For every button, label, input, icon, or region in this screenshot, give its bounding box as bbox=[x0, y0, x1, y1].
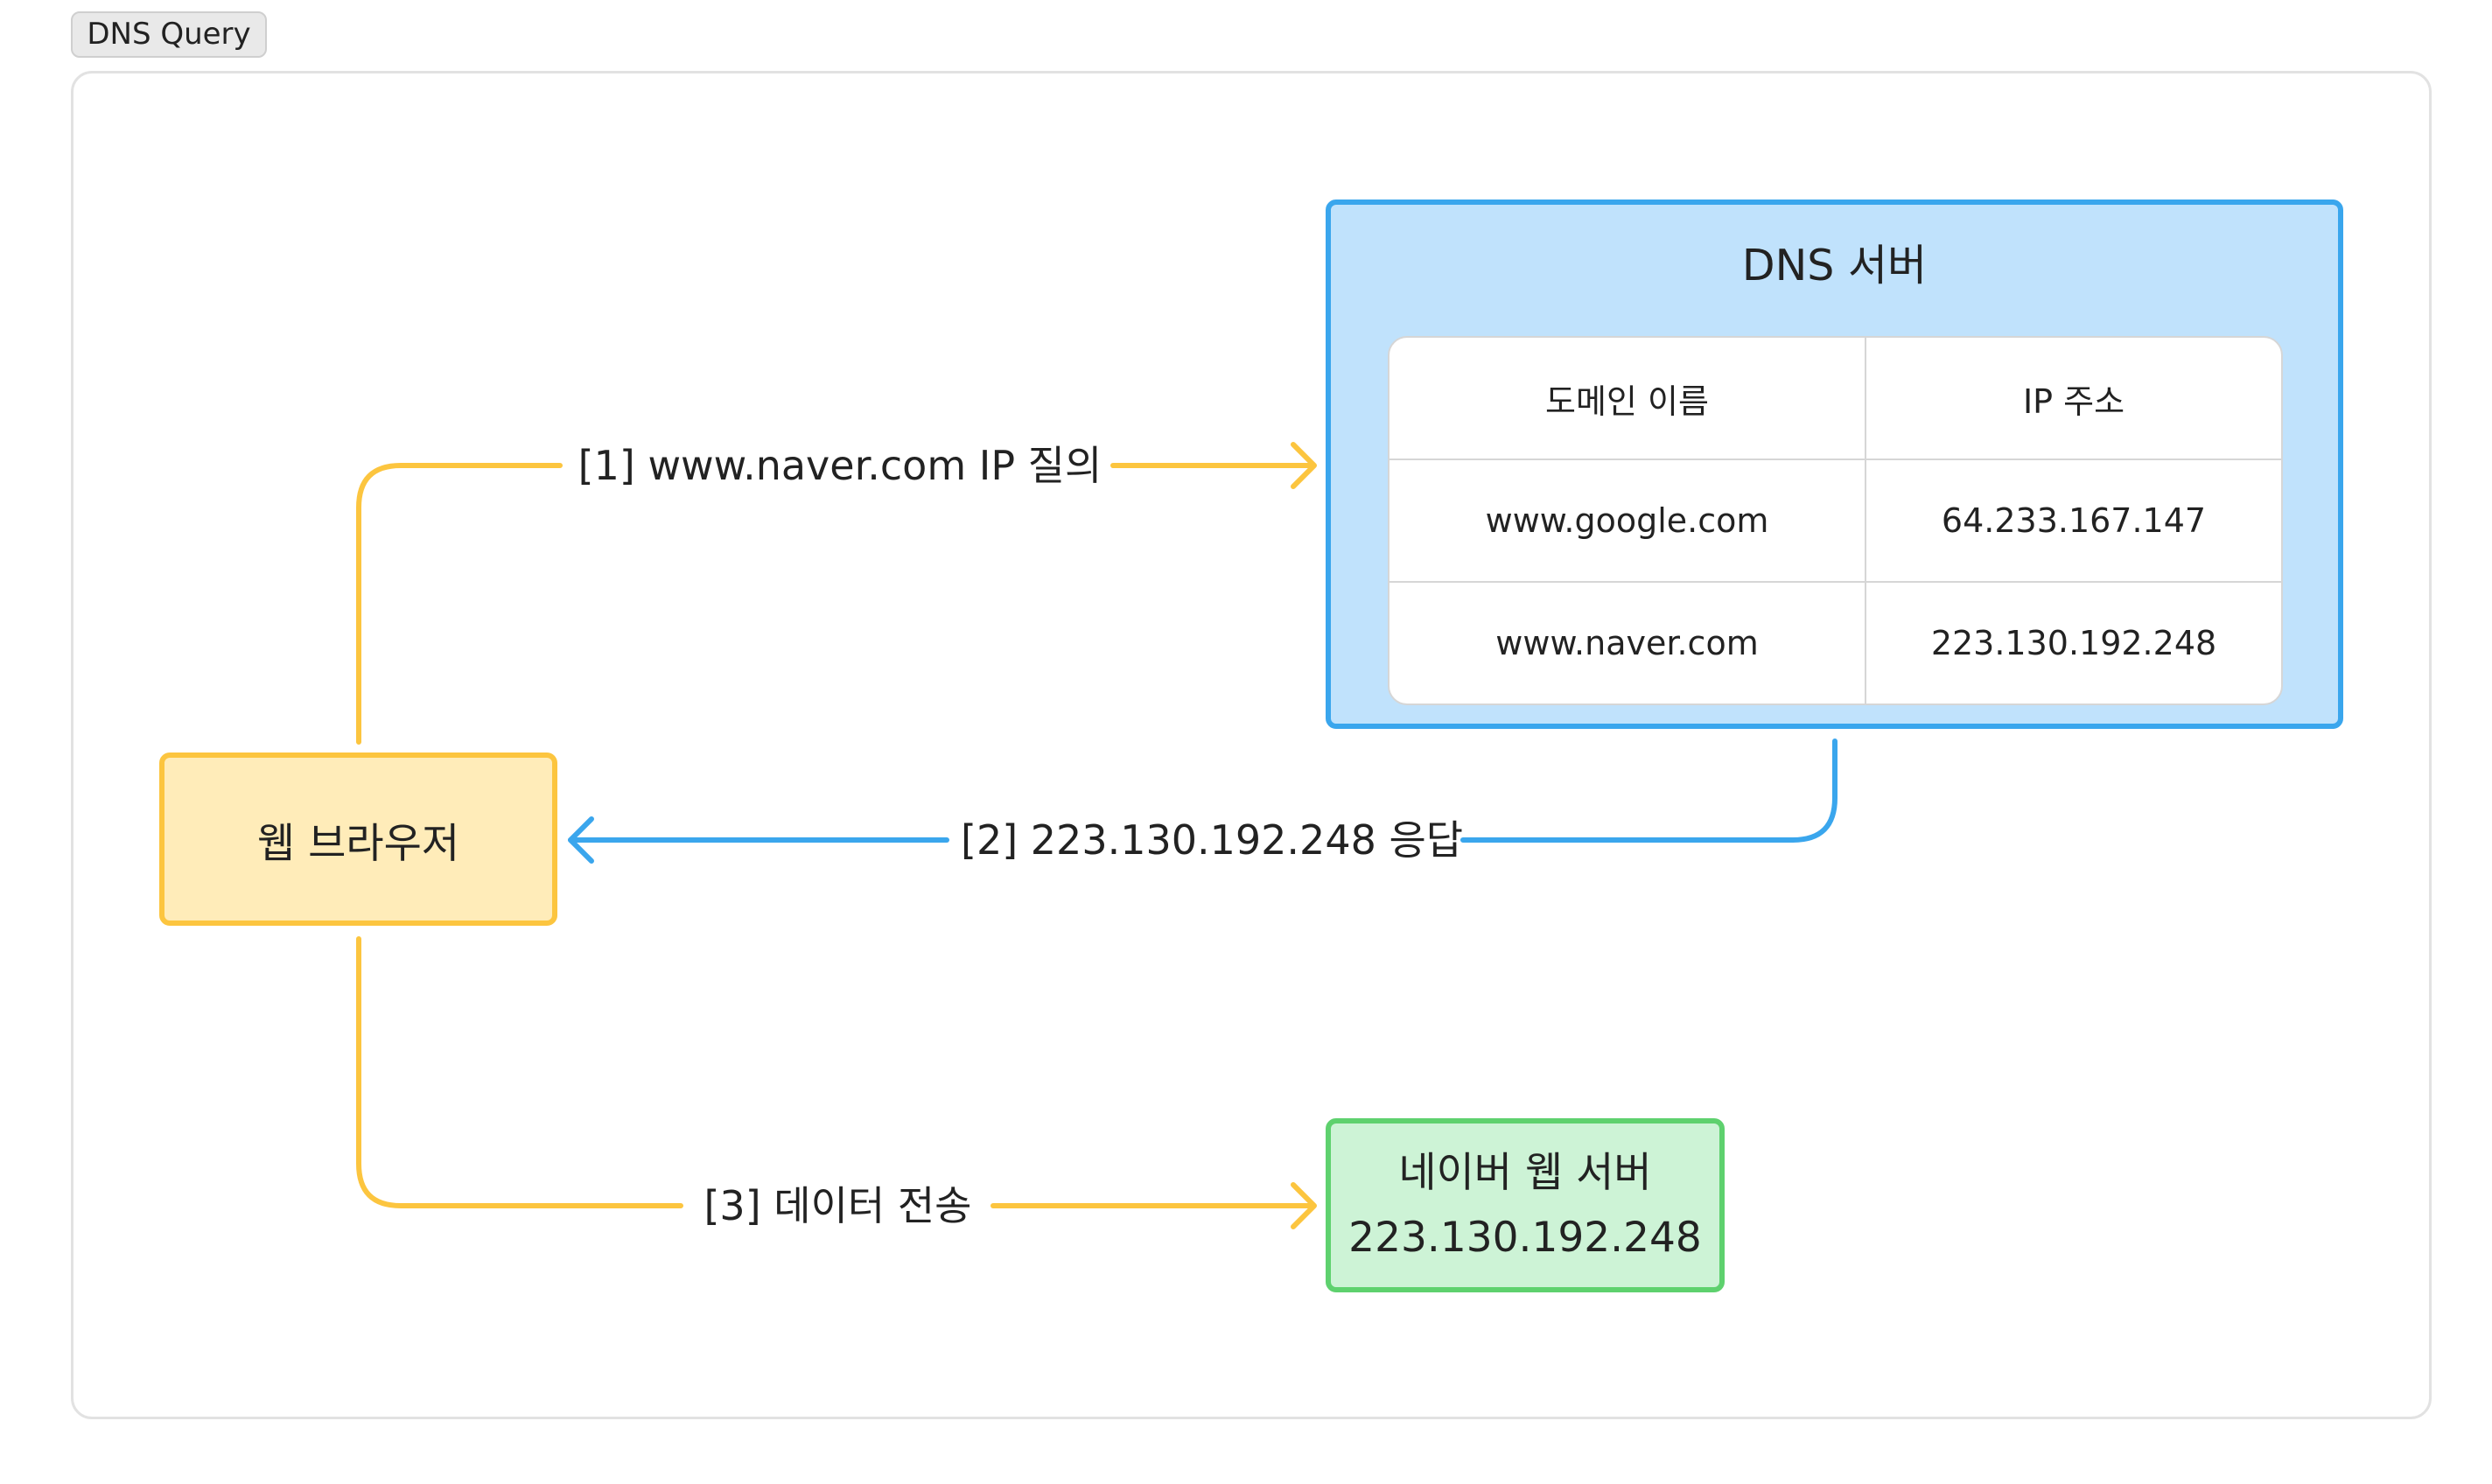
table-cell-domain-naver: www.naver.com bbox=[1390, 583, 1866, 704]
edge-query bbox=[356, 442, 1317, 745]
dns-lookup-table: 도메인 이름 IP 주소 www.google.com 64.233.167.1… bbox=[1388, 336, 2283, 705]
edge-query-label: [1] www.naver.com IP 질의 bbox=[578, 442, 1102, 489]
edge-transfer-label: [3] 데이터 전송 bbox=[704, 1182, 972, 1229]
table-header-ip: IP 주소 bbox=[1866, 338, 2281, 460]
edge-response-line-a bbox=[1460, 738, 1838, 843]
edge-transfer-line-a bbox=[356, 936, 683, 1208]
arrowhead-response bbox=[568, 816, 594, 864]
diagram-tag: DNS Query bbox=[71, 11, 267, 58]
web-browser-label: 웹 브라우저 bbox=[256, 819, 460, 868]
table-cell-domain-google: www.google.com bbox=[1390, 460, 1866, 583]
edge-response-label: [2] 223.130.192.248 응답 bbox=[961, 816, 1464, 864]
table-header-domain: 도메인 이름 bbox=[1390, 338, 1866, 460]
arrowhead-transfer bbox=[1291, 1182, 1317, 1229]
table-cell-ip-naver: 223.130.192.248 bbox=[1930, 624, 2217, 662]
edge-transfer bbox=[356, 936, 1317, 1229]
edge-query-line-a bbox=[356, 463, 563, 745]
table-cell-ip-google: 64.233.167.147 bbox=[1866, 460, 2281, 583]
web-server-name: 네이버 웹 서버 bbox=[1398, 1148, 1652, 1197]
edge-response bbox=[568, 738, 1838, 864]
arrowhead-query bbox=[1291, 442, 1317, 489]
naver-web-server-node: 네이버 웹 서버 223.130.192.248 bbox=[1326, 1118, 1725, 1292]
dns-server-title: DNS 서버 bbox=[1741, 241, 1928, 290]
web-server-ip: 223.130.192.248 bbox=[1348, 1213, 1702, 1262]
web-browser-node: 웹 브라우저 bbox=[159, 752, 557, 926]
dns-server-node: DNS 서버 도메인 이름 IP 주소 www.google.com 64.23… bbox=[1326, 200, 2343, 729]
